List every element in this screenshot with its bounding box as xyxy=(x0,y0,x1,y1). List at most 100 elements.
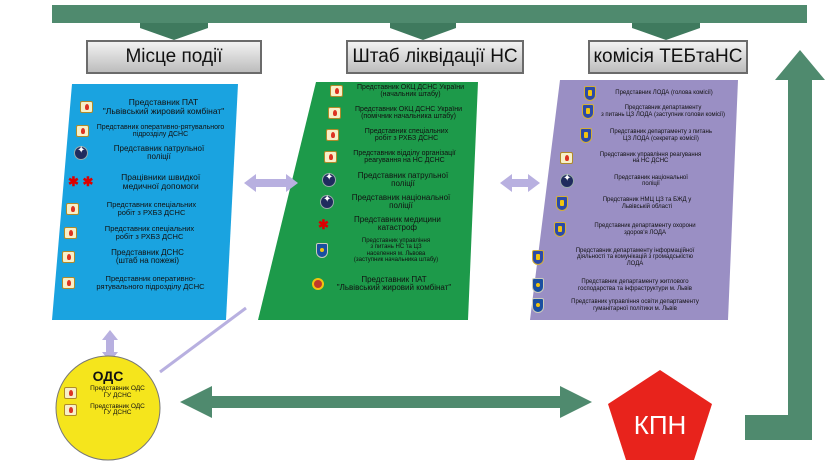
left-item-text: Представник оперативно-рятувального підр… xyxy=(96,124,225,139)
left-item-text: Працівники швидкої медичної допомоги xyxy=(121,172,201,191)
company-logo-icon xyxy=(312,278,324,291)
middle-item-text: Представник ОКЦ ДСНС України (помічник н… xyxy=(355,106,462,121)
right-item: Представник національної поліції xyxy=(560,174,724,188)
shield-emblem-icon xyxy=(532,249,544,265)
left-item: Представник спеціальних робіт з РХБЗ ДСН… xyxy=(66,201,220,217)
fire-emblem-icon xyxy=(66,202,79,215)
fire-emblem-icon xyxy=(326,129,339,142)
right-item: Представник управління освіти департамен… xyxy=(532,298,722,313)
fire-emblem-icon xyxy=(560,152,573,165)
kpn-label: КПН xyxy=(633,410,687,440)
double-arrow-left-middle xyxy=(244,174,298,192)
fire-emblem-icon xyxy=(324,151,337,164)
left-panel xyxy=(52,84,238,320)
shield-emblem-icon xyxy=(554,222,566,237)
middle-item: Представник національної поліції xyxy=(320,193,464,211)
ods-item: Представник ОДС ГУ ДСНС xyxy=(64,402,154,418)
medical-cross-icon: ✱ ✱ xyxy=(68,174,94,190)
fire-emblem-icon xyxy=(62,276,75,289)
header-commission: комісія ТЕБтаНС xyxy=(588,40,748,74)
shield-emblem-icon xyxy=(580,128,592,143)
right-item-text: Представник НМЦ ЦЗ та БЖД у Львівській о… xyxy=(602,197,692,210)
middle-item-text: Представник ОКЦ ДСНС України (начальник … xyxy=(357,84,464,99)
up-arrow-base xyxy=(745,415,812,440)
police-emblem-icon xyxy=(320,195,334,210)
right-item-text: Представник департаменту з питань ЦЗ ЛОД… xyxy=(600,105,726,118)
down-arrow-right xyxy=(632,23,700,40)
left-item: ✱ ✱ Працівники швидкої медичної допомоги xyxy=(68,173,224,191)
right-item-text: Представник департаменту з питань ЦЗ ЛОД… xyxy=(610,129,712,142)
middle-item: Представник ОКЦ ДСНС України (помічник н… xyxy=(328,106,472,121)
shield-emblem-icon xyxy=(582,104,594,119)
right-item-text: Представник управління освіти департамен… xyxy=(571,299,699,312)
left-item-text: Представник патрульної поліції xyxy=(113,144,205,162)
middle-item: Представник управління з питань НС та ЦЗ… xyxy=(316,238,460,263)
middle-item: Представник спеціальних робіт з РХБЗ ДСН… xyxy=(326,128,470,143)
middle-item-text: Представник патрульної поліції xyxy=(357,171,449,189)
fire-emblem-icon xyxy=(80,100,93,113)
right-item: Представник НМЦ ЦЗ та БЖД у Львівській о… xyxy=(556,196,722,211)
fire-emblem-icon xyxy=(64,404,77,417)
right-item: Представник управління реагування на НС … xyxy=(560,152,724,165)
fire-emblem-icon xyxy=(76,125,89,138)
left-item: Представник спеціальних робіт з РХБЗ ДСН… xyxy=(64,225,218,241)
kpn-pentagon xyxy=(608,370,712,460)
header-headquarters: Штаб ліквідації НС xyxy=(346,40,524,74)
fire-emblem-icon xyxy=(330,85,343,98)
middle-item-text: Представник національної поліції xyxy=(351,193,451,211)
left-item-text: Представник оперативно- рятувального під… xyxy=(96,274,205,291)
middle-item-text: Представник управління з питань НС та ЦЗ… xyxy=(353,238,439,263)
right-item-text: Представник управління реагування на НС … xyxy=(599,152,702,165)
left-item: Представник оперативно- рятувального під… xyxy=(62,275,222,291)
right-item-text: Представник ЛОДА (голова комісії) xyxy=(615,90,713,97)
ods-item-text: Представник ОДС ГУ ДСНС xyxy=(90,402,145,417)
fire-emblem-icon xyxy=(328,107,341,120)
up-arrow-right xyxy=(775,50,825,440)
top-frame-bar xyxy=(52,5,807,23)
left-item: Представник патрульної поліції xyxy=(74,144,226,162)
right-item: Представник ЛОДА (голова комісії) xyxy=(584,86,728,101)
shield-emblem-icon xyxy=(584,86,596,101)
middle-item: Представник ОКЦ ДСНС України (начальник … xyxy=(330,84,474,99)
left-item: Представник ДСНС (штаб на пожежі) xyxy=(62,248,216,266)
ods-item-text: Представник ОДС ГУ ДСНС xyxy=(90,385,145,399)
middle-item-text: Представник медицини катастроф xyxy=(354,215,441,233)
middle-item: ✱ Представник медицини катастроф xyxy=(318,215,462,233)
ods-block: ОДС Представник ОДС ГУ ДСНС Представник … xyxy=(58,368,158,417)
down-arrow-left xyxy=(140,23,208,40)
middle-item-text: Представник ПАТ "Львівський жировий комб… xyxy=(336,275,452,293)
right-item: Представник департаменту житлового госпо… xyxy=(532,278,722,293)
right-item-text: Представник департаменту житлового госпо… xyxy=(578,279,692,292)
fire-emblem-icon xyxy=(64,226,77,239)
left-item-text: Представник спеціальних робіт з РХБЗ ДСН… xyxy=(106,200,197,217)
right-item: Представник департаменту охорони здоров'… xyxy=(554,222,720,237)
double-arrow-ods-kpn xyxy=(180,386,592,418)
right-item-text: Представник департаменту охорони здоров'… xyxy=(594,223,696,236)
fire-emblem-icon xyxy=(62,251,75,264)
police-emblem-icon xyxy=(322,173,336,188)
middle-panel xyxy=(258,82,478,320)
double-arrow-left-ods xyxy=(102,330,118,362)
right-item: Представник департаменту з питань ЦЗ ЛОД… xyxy=(580,128,726,143)
left-item-text: Представник спеціальних робіт з РХБЗ ДСН… xyxy=(104,224,195,241)
header-incident-site: Місце події xyxy=(86,40,262,74)
down-arrow-middle xyxy=(390,23,456,40)
left-item: Представник оперативно-рятувального підр… xyxy=(76,124,228,139)
police-emblem-icon xyxy=(74,146,88,161)
ods-circle xyxy=(55,355,161,461)
right-item: Представник департаменту з питань ЦЗ ЛОД… xyxy=(582,104,728,119)
right-item: Представник департаменту інформаційної д… xyxy=(532,248,722,267)
left-item-text: Представник ПАТ "Львівський жировий комб… xyxy=(102,97,225,116)
middle-item: Представник патрульної поліції xyxy=(322,171,466,189)
medical-cross-icon: ✱ xyxy=(318,216,329,232)
ods-connector-line xyxy=(159,306,247,374)
middle-item: Представник відділу організації реагуван… xyxy=(324,150,468,165)
ods-item: Представник ОДС ГУ ДСНС xyxy=(64,385,154,400)
middle-item-text: Представник спеціальних робіт з РХБЗ ДСН… xyxy=(364,128,449,143)
double-arrow-middle-right xyxy=(500,174,540,192)
left-item-text: Представник ДСНС (штаб на пожежі) xyxy=(111,248,184,266)
lion-emblem-icon xyxy=(316,243,328,259)
right-item-text: Представник департаменту інформаційної д… xyxy=(575,248,695,267)
fire-emblem-icon xyxy=(64,386,77,399)
shield-emblem-icon xyxy=(556,196,568,211)
